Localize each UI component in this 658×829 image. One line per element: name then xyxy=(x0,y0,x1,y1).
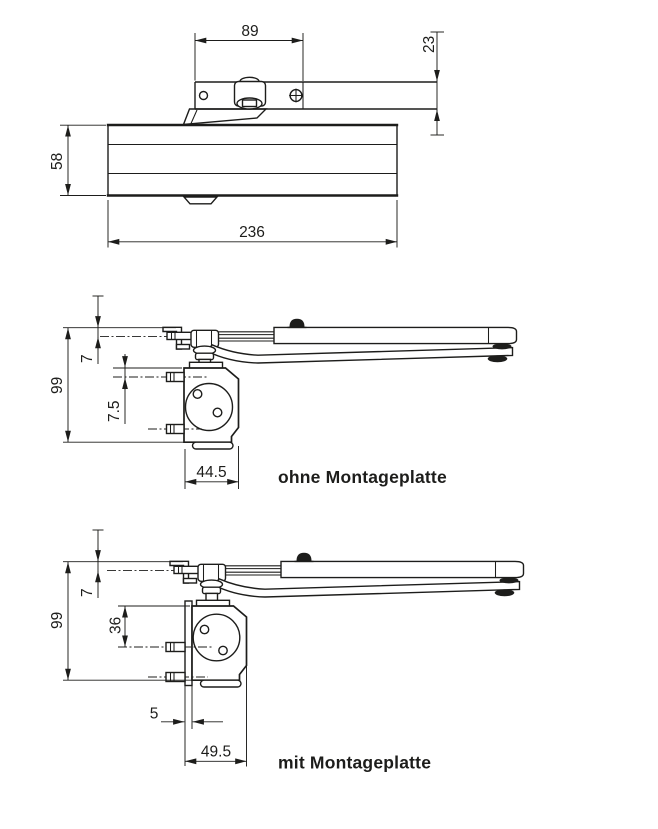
dim-bracket-width: 89 xyxy=(241,23,258,40)
valve-hole xyxy=(192,389,203,400)
mounting-screw xyxy=(165,641,186,653)
dim-total-height: 99 xyxy=(49,377,66,394)
dim-first-screw-offset: 7.5 xyxy=(106,400,123,422)
top-view: 89 23 xyxy=(49,23,444,248)
valve-hole xyxy=(212,407,223,418)
pivot-knuckle-top-view xyxy=(233,76,267,110)
label-ohne-montageplatte: ohne Montageplatte xyxy=(278,467,447,487)
bracket-hole xyxy=(198,90,209,101)
dim-total-height: 99 xyxy=(49,612,66,629)
mounting-screw xyxy=(165,371,185,383)
dim-body-depth-with-plate: 49.5 xyxy=(201,744,231,761)
mounting-plate xyxy=(184,600,193,687)
side-view-with-plate: 7 99 36 5 49.5 mit Montageplatte xyxy=(49,529,525,773)
dim-body-length: 236 xyxy=(239,224,265,241)
side-view-without-plate: 7 99 7.5 44.5 ohne Montageplatte xyxy=(49,295,518,489)
dim-axis-offset: 7 xyxy=(79,354,96,363)
closer-body-side-view xyxy=(113,361,240,450)
phillips-screw-icon xyxy=(289,88,303,103)
valve-hole xyxy=(199,624,210,635)
dim-body-height: 58 xyxy=(49,153,66,170)
mounting-screw xyxy=(165,423,185,435)
dim-body-depth: 44.5 xyxy=(196,464,226,481)
piston-circle xyxy=(192,613,241,662)
closer-body-top-view xyxy=(106,123,399,205)
closer-body-side-view-plate xyxy=(118,599,248,688)
body-notch xyxy=(182,196,219,205)
label-mit-montageplatte: mit Montageplatte xyxy=(278,753,431,773)
valve-hole xyxy=(218,645,228,656)
dim-axis-offset: 7 xyxy=(79,588,96,597)
dim-rail-height: 23 xyxy=(421,36,438,53)
dim-first-screw-offset: 36 xyxy=(108,617,125,634)
piston-circle xyxy=(184,382,234,432)
dim-plate-thickness: 5 xyxy=(150,706,159,723)
rail-strip-top-view xyxy=(182,76,437,126)
